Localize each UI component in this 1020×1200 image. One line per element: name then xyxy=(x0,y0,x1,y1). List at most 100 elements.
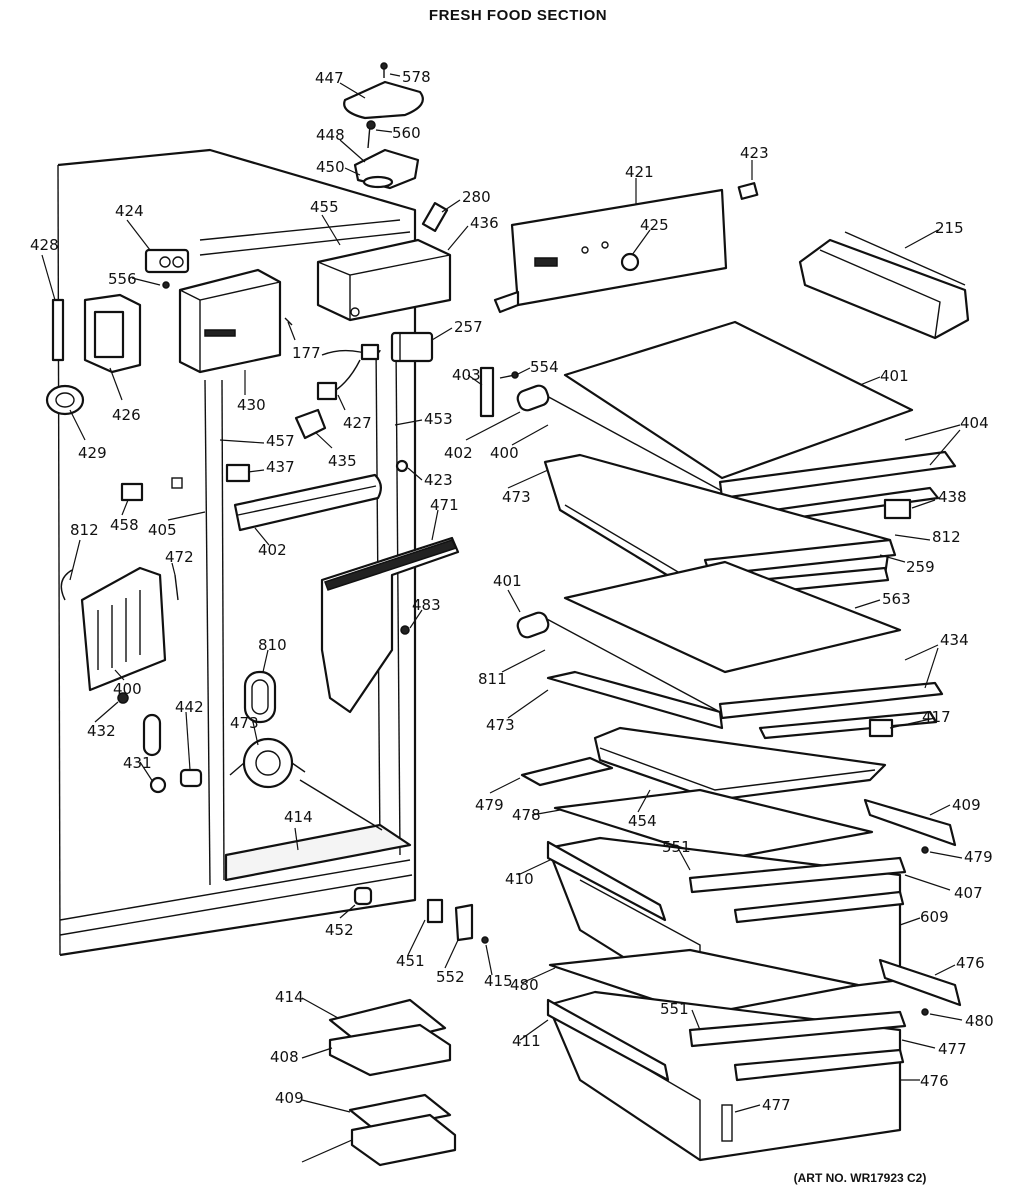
part-number-label: 471 xyxy=(430,496,459,514)
part-number-label: 259 xyxy=(906,558,935,576)
part-number-label: 477 xyxy=(762,1096,791,1114)
part-452 xyxy=(426,898,444,924)
diagram-title: FRESH FOOD SECTION xyxy=(429,7,607,24)
part-442-damper xyxy=(229,737,306,789)
art-number: (ART NO. WR17923 C2) xyxy=(794,1171,927,1185)
part-number-label: 401 xyxy=(880,367,909,385)
part-number-label: 425 xyxy=(640,216,669,234)
part-number-label: 479 xyxy=(475,796,504,814)
part-432 xyxy=(179,768,203,788)
part-number-label: 812 xyxy=(932,528,961,546)
part-417-rail xyxy=(520,756,614,787)
part-number-label: 447 xyxy=(315,69,344,87)
part-421-panel xyxy=(493,188,728,314)
part-number-label: 431 xyxy=(123,754,152,772)
part-number-label: 434 xyxy=(940,631,969,649)
leader-lines xyxy=(41,73,963,1163)
part-number-label: 414 xyxy=(284,808,313,826)
part-403-bracket xyxy=(479,366,519,418)
part-number-label: 257 xyxy=(454,318,483,336)
part-number-label: 812 xyxy=(70,521,99,539)
part-number-label: 479 xyxy=(964,848,993,866)
part-number-label: 428 xyxy=(30,236,59,254)
part-number-label: 408 xyxy=(270,1048,299,1066)
part-number-label: 552 xyxy=(436,968,465,986)
part-light-bulb-socket xyxy=(142,713,162,757)
cabinet-shell xyxy=(57,148,417,957)
part-810-heater xyxy=(60,566,179,704)
part-labels: 447 578 448 560 450 421 423 280 455 436 … xyxy=(30,68,994,1114)
part-number-label: 215 xyxy=(935,219,964,237)
part-number-label: 410 xyxy=(505,870,534,888)
part-number-label: 453 xyxy=(424,410,453,428)
part-430-duct xyxy=(178,268,293,374)
part-number-label: 560 xyxy=(392,124,421,142)
part-number-label: 455 xyxy=(310,198,339,216)
part-number-label: 417 xyxy=(922,708,951,726)
part-436-housing xyxy=(316,238,452,322)
part-number-label: 451 xyxy=(396,952,425,970)
part-280 xyxy=(421,202,449,232)
part-number-label: 551 xyxy=(662,838,691,856)
part-number-label: 405 xyxy=(148,521,177,539)
part-480-slide-right xyxy=(878,958,962,1007)
part-257-box xyxy=(390,331,434,363)
part-number-label: 409 xyxy=(275,1089,304,1107)
part-number-label: 473 xyxy=(502,488,531,506)
part-number-label: 472 xyxy=(165,548,194,566)
part-number-label: 578 xyxy=(402,68,431,86)
part-number-label: 415 xyxy=(484,972,513,990)
part-number-label: 402 xyxy=(444,444,473,462)
part-447-cover xyxy=(343,62,424,120)
part-number-label: 427 xyxy=(343,414,372,432)
part-551-screw-lower xyxy=(921,1008,929,1016)
part-number-label: 478 xyxy=(512,806,541,824)
part-476-477-dish-lower xyxy=(348,1093,457,1167)
part-number-label: 429 xyxy=(78,444,107,462)
part-number-label: 423 xyxy=(424,471,453,489)
part-609 xyxy=(353,886,373,906)
part-number-label: 177 xyxy=(292,344,321,362)
part-number-label: 563 xyxy=(882,590,911,608)
part-405-divider xyxy=(320,536,460,714)
part-551-screw-upper xyxy=(921,846,929,854)
part-number-label: 609 xyxy=(920,908,949,926)
part-number-label: 403 xyxy=(452,366,481,384)
part-426-housing xyxy=(51,293,142,374)
part-number-label: 411 xyxy=(512,1032,541,1050)
part-552-screw xyxy=(481,936,489,944)
part-number-label: 426 xyxy=(112,406,141,424)
part-number-label: 811 xyxy=(478,670,507,688)
part-number-label: 458 xyxy=(110,516,139,534)
part-number-label: 556 xyxy=(108,270,137,288)
part-number-label: 409 xyxy=(952,796,981,814)
part-number-label: 477 xyxy=(938,1040,967,1058)
part-number-label: 401 xyxy=(493,572,522,590)
part-number-label: 423 xyxy=(740,144,769,162)
part-number-label: 454 xyxy=(628,812,657,830)
part-438 xyxy=(120,482,144,502)
part-number-label: 473 xyxy=(486,716,515,734)
part-number-label: 473 xyxy=(230,714,259,732)
part-number-label: 407 xyxy=(954,884,983,902)
part-number-label: 551 xyxy=(660,1000,689,1018)
part-number-label: 437 xyxy=(266,458,295,476)
part-423-grommet xyxy=(395,459,409,473)
part-259-shield xyxy=(233,473,382,532)
part-number-label: 448 xyxy=(316,126,345,144)
part-401-glass-shelf-lower xyxy=(516,560,944,740)
part-476-477-dish-upper xyxy=(328,998,452,1077)
part-427-harness xyxy=(316,343,381,401)
part-number-label: 402 xyxy=(258,541,287,559)
part-number-label: 457 xyxy=(266,432,295,450)
part-number-label: 421 xyxy=(625,163,654,181)
part-number-label: 554 xyxy=(530,358,559,376)
part-479-slide-right xyxy=(863,798,957,847)
part-number-label: 280 xyxy=(462,188,491,206)
part-number-label: 432 xyxy=(87,722,116,740)
part-number-label: 430 xyxy=(237,396,266,414)
part-number-label: 480 xyxy=(965,1012,994,1030)
part-451 xyxy=(454,903,474,942)
